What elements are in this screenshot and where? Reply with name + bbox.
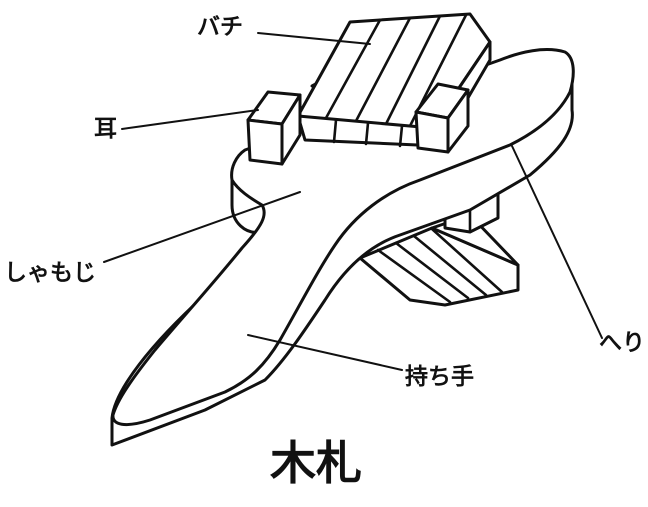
right-ear <box>414 82 470 154</box>
lower-bachi-block <box>358 213 520 307</box>
leader-mimi <box>121 109 259 130</box>
label-mimi: 耳 <box>94 116 117 142</box>
leader-bachi <box>257 32 371 45</box>
leader-shamoji <box>103 191 301 263</box>
label-mochite: 持ち手 <box>405 364 474 390</box>
leader-heri <box>511 145 603 339</box>
label-heri: へり <box>599 330 645 356</box>
board-top <box>111 48 575 427</box>
label-bachi: バチ <box>197 14 243 40</box>
leader-mochite <box>247 334 403 371</box>
leader-lines <box>103 32 603 371</box>
title-kifuda: 木札 <box>270 436 362 490</box>
label-shamoji: しゃもじ <box>4 260 96 286</box>
left-ear <box>246 90 302 166</box>
